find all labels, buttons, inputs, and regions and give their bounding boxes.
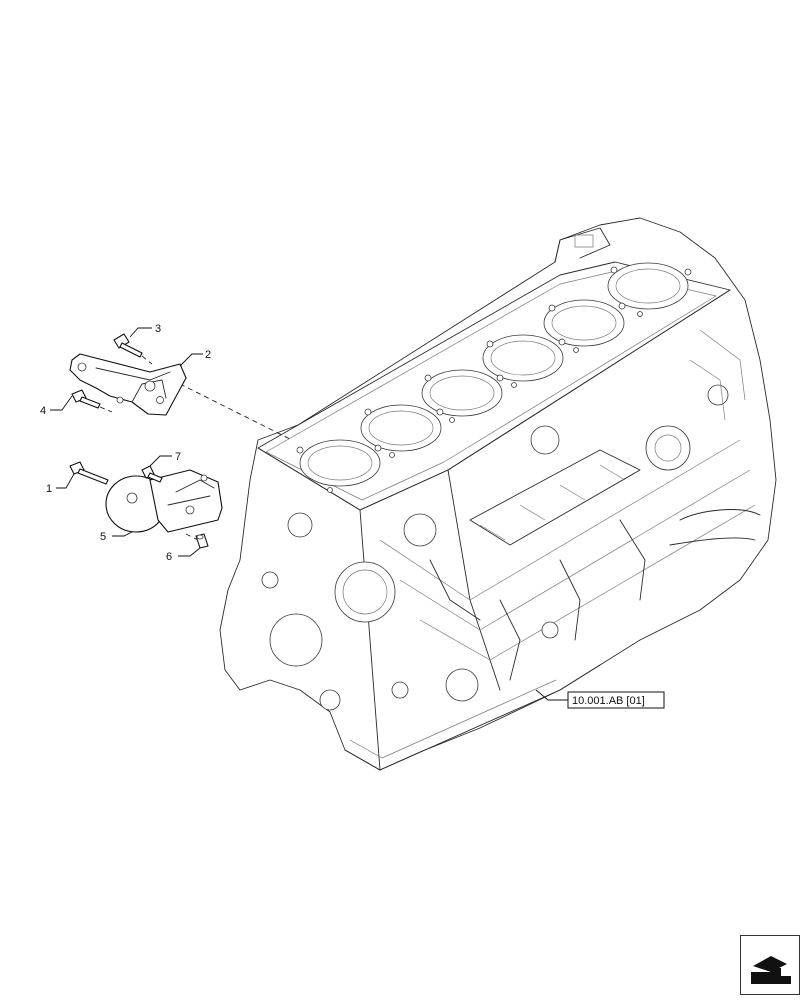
callout-6: 6 — [166, 547, 201, 563]
callout-7: 7 — [149, 451, 181, 467]
part-bolt-4 — [71, 389, 113, 413]
engine-block — [219, 217, 777, 771]
cylinder-bores — [299, 262, 689, 487]
part-bolt-3 — [113, 333, 153, 365]
callout-1: 1 — [46, 473, 75, 495]
callout-5: 5 — [100, 531, 133, 543]
part-bracket — [69, 353, 187, 416]
callout-2: 2 — [179, 349, 211, 367]
callout-6-label: 6 — [166, 551, 172, 563]
callout-1-label: 1 — [46, 483, 52, 495]
reference-label[interactable]: 10.001.AB [01] — [572, 695, 645, 707]
part-spacer-6 — [185, 533, 209, 549]
callout-2-label: 2 — [205, 349, 211, 361]
part-bolt-1 — [69, 461, 109, 485]
callout-5-label: 5 — [100, 531, 106, 543]
callout-3: 3 — [129, 323, 161, 338]
reference-callout[interactable]: 10.001.AB [01] — [535, 689, 665, 709]
callout-4-label: 4 — [40, 405, 46, 417]
part-pulley — [105, 469, 223, 533]
next-page-arrow-icon[interactable] — [740, 935, 800, 995]
mount-line — [179, 383, 293, 441]
callout-3-label: 3 — [155, 323, 161, 335]
callout-7-label: 7 — [175, 451, 181, 463]
part-bolt-7 — [141, 465, 163, 483]
deck-bolt-holes — [296, 266, 692, 493]
callout-4: 4 — [40, 395, 73, 417]
